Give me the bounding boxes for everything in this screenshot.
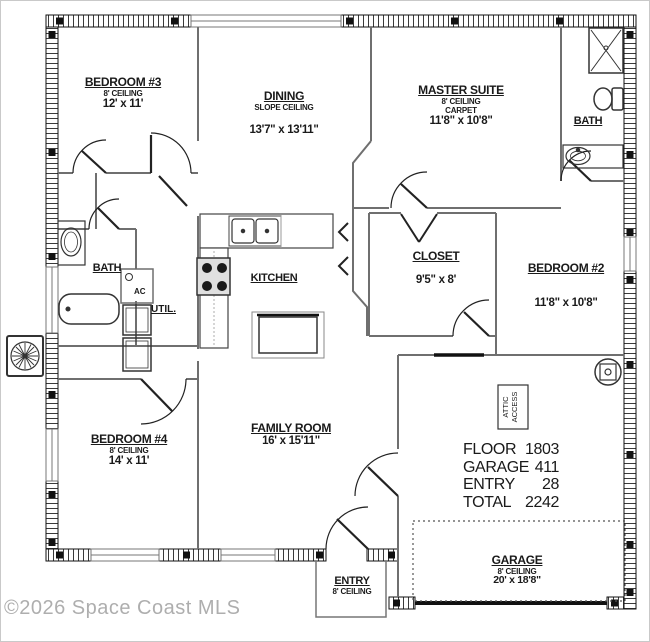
area-value: 411	[534, 458, 560, 476]
room-label-dining: DINING SLOPE CEILING 13'7" x 13'11"	[249, 89, 318, 136]
exterior-fan	[6, 335, 44, 377]
attic-access-line2: ACCESS	[510, 392, 519, 423]
area-label: GARAGE	[463, 458, 530, 476]
stove	[196, 257, 231, 296]
room-label-master-suite: MASTER SUITE 8' CEILING CARPET 11'8" x 1…	[418, 83, 504, 127]
bathtub	[58, 293, 120, 325]
water-heater	[594, 358, 622, 386]
dryer	[122, 337, 152, 372]
vanity-sink	[562, 144, 624, 169]
area-label: ENTRY	[463, 476, 515, 493]
washer	[122, 304, 152, 336]
door-swings	[72, 132, 592, 550]
room-dims: 12' x 11'	[102, 98, 144, 110]
area-label: TOTAL	[463, 493, 512, 511]
room-dims: 11'8" x 10'8"	[534, 297, 598, 309]
watermark: ©2026 Space Coast MLS	[4, 597, 241, 619]
room-title: BATH	[573, 115, 603, 127]
area-value: 2242	[525, 493, 559, 511]
room-title: ENTRY	[334, 575, 370, 587]
room-ceiling: 8' CEILING	[332, 587, 372, 596]
kitchen-island	[251, 311, 325, 359]
room-label-family-room: FAMILY ROOM 16' x 15'11"	[251, 421, 331, 447]
room-title: BEDROOM #2	[527, 261, 605, 275]
room-label-bedroom2: BEDROOM #2 11'8" x 10'8"	[527, 261, 605, 309]
area-value: 28	[542, 476, 559, 493]
room-title: GARAGE	[491, 553, 543, 567]
attic-access-line1: ATTIC	[501, 396, 510, 418]
shower	[588, 27, 624, 74]
room-title: MASTER SUITE	[418, 83, 504, 97]
area-row-garage: GARAGE 411	[463, 459, 559, 477]
area-row-entry: ENTRY 28	[463, 476, 559, 494]
room-title: DINING	[263, 89, 305, 103]
area-summary: FLOOR 1803 GARAGE 411 ENTRY 28 TOTAL 224…	[463, 441, 559, 511]
room-label-bedroom3: BEDROOM #3 8' CEILING 12' x 11'	[84, 75, 162, 110]
room-title: CLOSET	[412, 249, 460, 263]
room-label-entry: ENTRY 8' CEILING	[332, 575, 371, 596]
area-label: FLOOR	[463, 441, 517, 458]
room-title: BEDROOM #4	[90, 432, 168, 446]
interior-walls	[58, 27, 624, 618]
room-ceiling: 8' CEILING	[103, 89, 143, 98]
room-dims: 20' x 18'8"	[493, 574, 541, 586]
attic-access: ATTIC ACCESS	[497, 384, 529, 430]
room-ceiling: SLOPE CEILING	[254, 103, 314, 112]
room-label-kitchen: KITCHEN	[251, 272, 298, 284]
room-title: KITCHEN	[250, 272, 298, 284]
windows	[45, 14, 637, 562]
wall-break-marks	[337, 222, 349, 276]
room-label-garage: GARAGE 8' CEILING 20' x 18'8"	[492, 553, 543, 586]
wall-posts	[48, 17, 634, 607]
room-dims: 11'8" x 10'8"	[429, 115, 493, 127]
room-dims: 14' x 11'	[108, 455, 150, 467]
area-value: 1803	[525, 441, 559, 458]
room-label-hall-bath: BATH	[93, 262, 122, 274]
room-label-master-bath: BATH	[574, 115, 603, 127]
room-ceiling: 8' CEILING	[497, 567, 537, 576]
room-label-util: UTIL.	[151, 304, 176, 315]
room-title: FAMILY ROOM	[250, 421, 332, 435]
room-title: BATH	[92, 262, 122, 274]
room-flooring: CARPET	[445, 106, 477, 115]
room-label-bedroom4: BEDROOM #4 8' CEILING 14' x 11'	[90, 432, 168, 467]
area-row-total: TOTAL 2242	[463, 494, 559, 512]
room-ceiling: 8' CEILING	[109, 446, 149, 455]
room-dims: 9'5" x 8'	[415, 274, 457, 286]
ac-unit	[120, 268, 154, 304]
room-label-ac: AC	[134, 287, 146, 296]
garage-slab-outline	[412, 520, 626, 602]
area-row-floor: FLOOR 1803	[463, 441, 559, 459]
room-title: BEDROOM #3	[84, 75, 162, 89]
hall-bath-sink	[57, 220, 86, 266]
toilet	[593, 87, 624, 111]
room-dims: 16' x 15'11"	[262, 435, 320, 447]
room-dims: 13'7" x 13'11"	[249, 124, 319, 136]
room-ceiling: 8' CEILING	[441, 97, 481, 106]
fixtures: ATTIC ACCESS	[6, 27, 626, 602]
room-label-closet: CLOSET 9'5" x 8'	[413, 249, 460, 286]
